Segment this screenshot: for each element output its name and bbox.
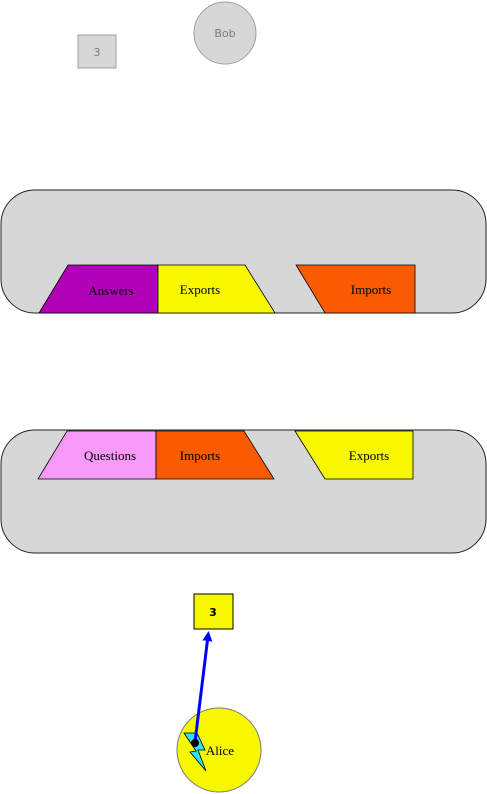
edge-origin-dot	[191, 739, 199, 747]
alice-to-badge-edge[interactable]	[191, 631, 213, 747]
answers-label: Answers	[88, 283, 134, 298]
alice-node[interactable]: Alice	[176, 707, 262, 793]
top-imports-label: Imports	[351, 282, 391, 297]
alice-count-box-outline	[193, 593, 234, 630]
bottom-imports-polygon	[155, 430, 275, 480]
alice-count-label: 3	[209, 606, 217, 619]
bottom-group[interactable]: Questions Imports Exports	[0, 429, 487, 554]
alice-count-badge[interactable]: 3	[193, 593, 234, 630]
bob-count-badge[interactable]: 3	[77, 34, 117, 69]
top-exports-shape[interactable]: Exports	[157, 264, 276, 314]
lightning-icon	[184, 733, 206, 771]
bob-circle	[194, 2, 256, 64]
questions-shape[interactable]: Questions	[37, 430, 157, 480]
alice-label: Alice	[206, 743, 234, 758]
top-group[interactable]: Answers Exports Imports	[0, 189, 487, 314]
bottom-imports-shape[interactable]: Imports	[155, 430, 275, 480]
top-exports-label: Exports	[180, 282, 220, 297]
alice-count-box	[194, 594, 233, 629]
bob-count-box	[78, 35, 116, 68]
bob-label: Bob	[214, 27, 235, 40]
bob-count-box-outline	[77, 34, 117, 69]
bob-count-label: 3	[94, 46, 101, 59]
edge-line	[193, 631, 213, 743]
lightning-icon-outline	[183, 732, 207, 772]
bottom-exports-polygon	[294, 430, 414, 480]
bob-circle-outline	[193, 1, 257, 65]
bottom-imports-label: Imports	[180, 448, 220, 463]
bottom-group-container-outline	[0, 429, 487, 554]
bottom-exports-shape[interactable]: Exports	[294, 430, 414, 480]
top-exports-polygon	[157, 264, 276, 314]
alice-circle-outline	[176, 707, 262, 793]
bottom-exports-label: Exports	[349, 448, 389, 463]
top-imports-shape[interactable]: Imports	[295, 264, 416, 314]
bob-node[interactable]: Bob	[193, 1, 257, 65]
top-imports-polygon	[295, 264, 416, 314]
questions-label: Questions	[84, 448, 136, 463]
